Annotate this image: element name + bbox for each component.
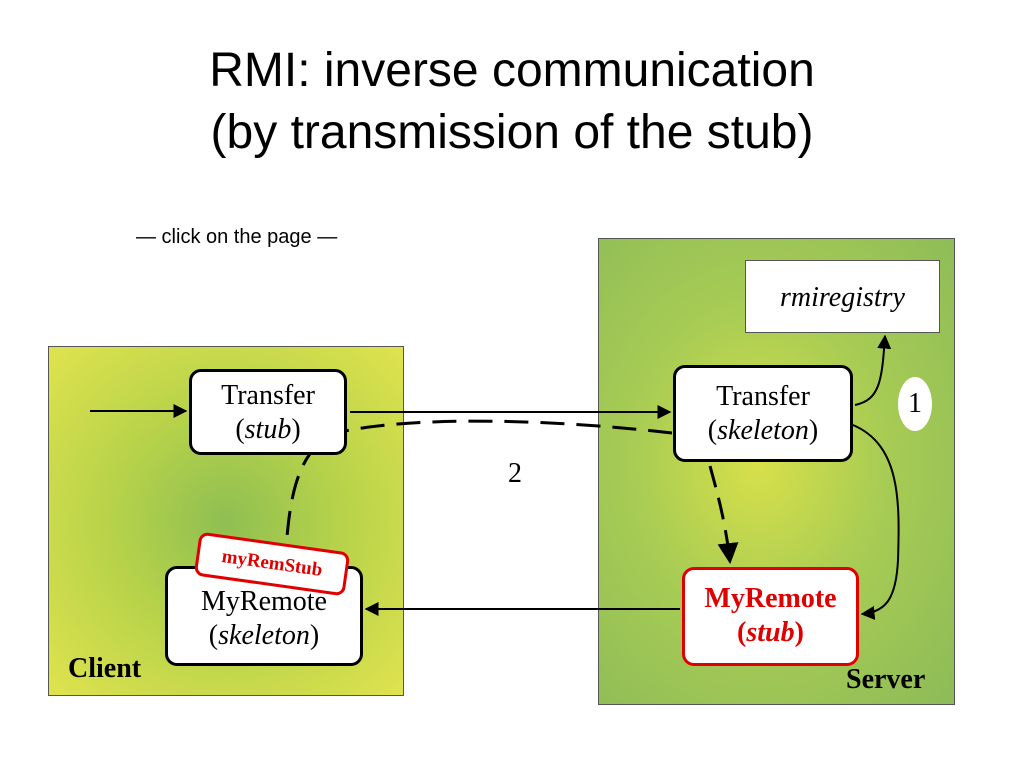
- server-label: Server: [846, 664, 926, 695]
- myremote-stub-role: stub: [746, 617, 795, 648]
- transfer-stub-role-line: (stub): [235, 414, 301, 445]
- transfer-skeleton-box: Transfer (skeleton): [673, 365, 853, 462]
- transfer-stub-name: Transfer: [221, 380, 315, 411]
- registry-lookup-arrow: [854, 334, 892, 406]
- title-line-1: RMI: inverse communication: [209, 44, 815, 97]
- title-line-2: (by transmission of the stub): [210, 106, 814, 159]
- slide-title: RMI: inverse communication (by transmiss…: [0, 40, 1024, 164]
- myremote-skeleton-name: MyRemote: [201, 586, 327, 617]
- step-2-marker: 2: [508, 458, 522, 489]
- transfer-stub-role: stub: [244, 414, 292, 445]
- transfer-stub-box: Transfer (stub): [189, 369, 347, 455]
- myremote-stub-role-line: (stub): [737, 617, 804, 648]
- myremote-skeleton-role-line: (skeleton): [208, 620, 320, 651]
- step-1-marker: 1: [898, 377, 932, 431]
- create-stub-arrow: [852, 424, 900, 620]
- transfer-skeleton-role-line: (skeleton): [707, 415, 819, 446]
- click-hint[interactable]: — click on the page —: [136, 226, 338, 248]
- rmiregistry-box: rmiregistry: [745, 260, 940, 333]
- transfer-skeleton-name: Transfer: [716, 381, 810, 412]
- client-label: Client: [68, 653, 142, 684]
- stub-transmission-dashed: [284, 419, 673, 551]
- transfer-skeleton-role: skeleton: [717, 415, 809, 446]
- myremote-skeleton-role: skeleton: [218, 620, 310, 651]
- myremote-stub-name: MyRemote: [704, 583, 837, 614]
- stub-delivery-dashed: [708, 465, 739, 565]
- myremote-stub-box: MyRemote (stub): [682, 567, 859, 666]
